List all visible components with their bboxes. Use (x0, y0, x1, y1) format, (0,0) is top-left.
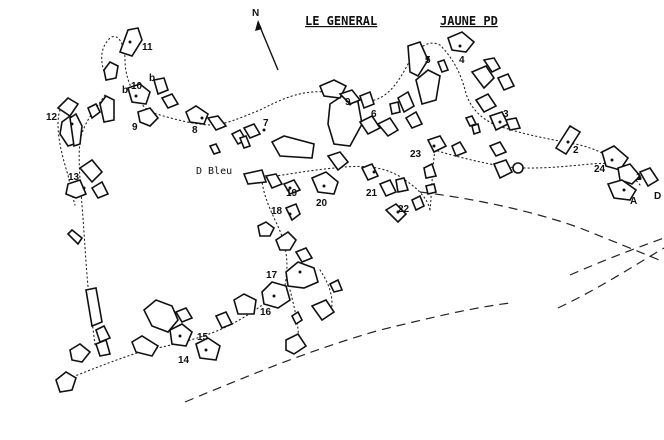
problem-number-14: 14 (178, 355, 190, 366)
problem-number-22: 22 (398, 204, 410, 215)
north-arrow-icon (255, 20, 279, 71)
problem-number-1: 1 (636, 172, 642, 183)
problem-numbers: 1 2 3 4 5 6 7 8 9 10 11 12 13 14 15 16 1… (46, 42, 642, 366)
problem-number-11: 11 (142, 42, 153, 53)
problem-variant-b-left: b (122, 85, 128, 96)
problem-number-6: 6 (371, 109, 377, 120)
problem-marks (70, 40, 642, 352)
problem-number-21: 21 (366, 188, 378, 199)
problem-number-23: 23 (410, 149, 422, 160)
map-title-right: JAUNE PD (440, 14, 498, 28)
problem-number-24: 24 (594, 164, 606, 175)
problem-number-18: 18 (271, 206, 283, 217)
problem-number-8: 8 (192, 125, 198, 136)
problem-number-19: 19 (286, 188, 298, 199)
north-label: N (252, 8, 259, 19)
problem-number-4: 4 (459, 55, 465, 66)
problem-number-20: 20 (316, 198, 328, 209)
problem-number-13: 13 (68, 172, 80, 183)
problem-variant-b-right: b (149, 73, 155, 84)
problem-number-10: 10 (131, 81, 143, 92)
problem-number-5: 5 (425, 55, 431, 66)
problem-number-12: 12 (46, 112, 58, 123)
problem-number-9-left: 9 (132, 122, 138, 133)
problem-number-16: 16 (260, 307, 272, 318)
problem-number-9: 9 (345, 97, 351, 108)
problem-number-7: 7 (263, 118, 269, 129)
start-label-bleu: D Bleu (196, 166, 232, 177)
problem-number-15: 15 (197, 332, 209, 343)
problem-number-3: 3 (503, 109, 509, 120)
road-lines (184, 191, 664, 403)
map-title-left: LE GENERAL (305, 14, 377, 28)
start-letter-a: A (630, 196, 637, 207)
start-letter-d: D (654, 191, 661, 202)
problem-number-17: 17 (266, 270, 278, 281)
boulders (55, 27, 660, 393)
problem-number-2: 2 (573, 145, 579, 156)
